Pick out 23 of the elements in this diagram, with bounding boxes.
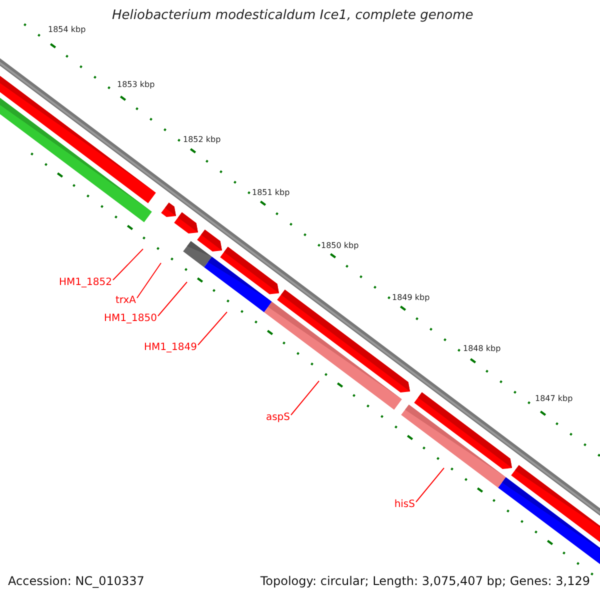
gene-label: hisS: [394, 499, 415, 510]
scale-label: 1850 kbp: [321, 241, 359, 250]
scale-label: 1851 kbp: [252, 188, 290, 198]
gene-label: HM1_1850: [104, 313, 157, 324]
scale-label: 1854 kbp: [48, 25, 86, 34]
accession-text: Accession: NC_010337: [8, 575, 144, 589]
gene-label: HM1_1849: [144, 342, 197, 354]
leader-line: [136, 262, 162, 298]
gene-label: aspS: [266, 412, 290, 424]
genome-info-text: Topology: circular; Length: 3,075,407 bp; Genes: 3,129: [260, 575, 590, 589]
gene-label: HM1_1852: [59, 277, 112, 288]
leader-line: [198, 312, 228, 346]
gene-label: trxA: [115, 295, 136, 306]
leader-line: [158, 282, 188, 316]
scale-label: 1849 kbp: [392, 293, 430, 302]
scale-label: 1853 kbp: [117, 80, 155, 90]
scale-label: 1847 kbp: [535, 394, 573, 404]
scale-label: 1848 kbp: [463, 344, 501, 354]
chart-title: Heliobacterium modesticaldum Ice1, complete genome: [112, 9, 474, 24]
leader-line: [416, 468, 444, 502]
leader-line: [112, 248, 144, 280]
scale-label: 1852 kbp: [183, 135, 221, 144]
leader-line: [290, 380, 320, 416]
